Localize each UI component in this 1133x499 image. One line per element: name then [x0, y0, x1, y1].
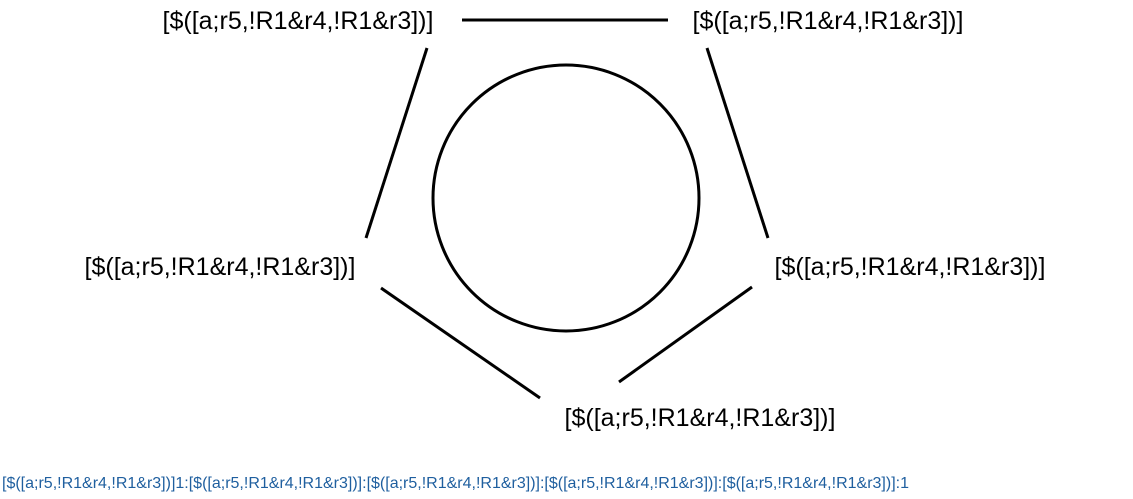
atom-label-left: [$([a;r5,!R1&r4,!R1&r3])] — [85, 253, 356, 281]
aromatic-ring-circle — [431, 63, 701, 333]
atom-label-top-left: [$([a;r5,!R1&r4,!R1&r3])] — [163, 7, 434, 35]
smarts-string: [$([a;r5,!R1&r4,!R1&r3])]1:[$([a;r5,!R1&… — [2, 475, 909, 492]
atom-label-top-right: [$([a;r5,!R1&r4,!R1&r3])] — [693, 7, 964, 35]
bond-left-to-top-left — [364, 47, 429, 239]
bond-bottom-to-left — [380, 286, 541, 400]
atom-label-right: [$([a;r5,!R1&r4,!R1&r3])] — [775, 253, 1046, 281]
atom-label-bottom: [$([a;r5,!R1&r4,!R1&r3])] — [565, 404, 836, 432]
bond-right-to-bottom — [618, 285, 753, 384]
bond-top-right-to-right — [705, 47, 770, 239]
